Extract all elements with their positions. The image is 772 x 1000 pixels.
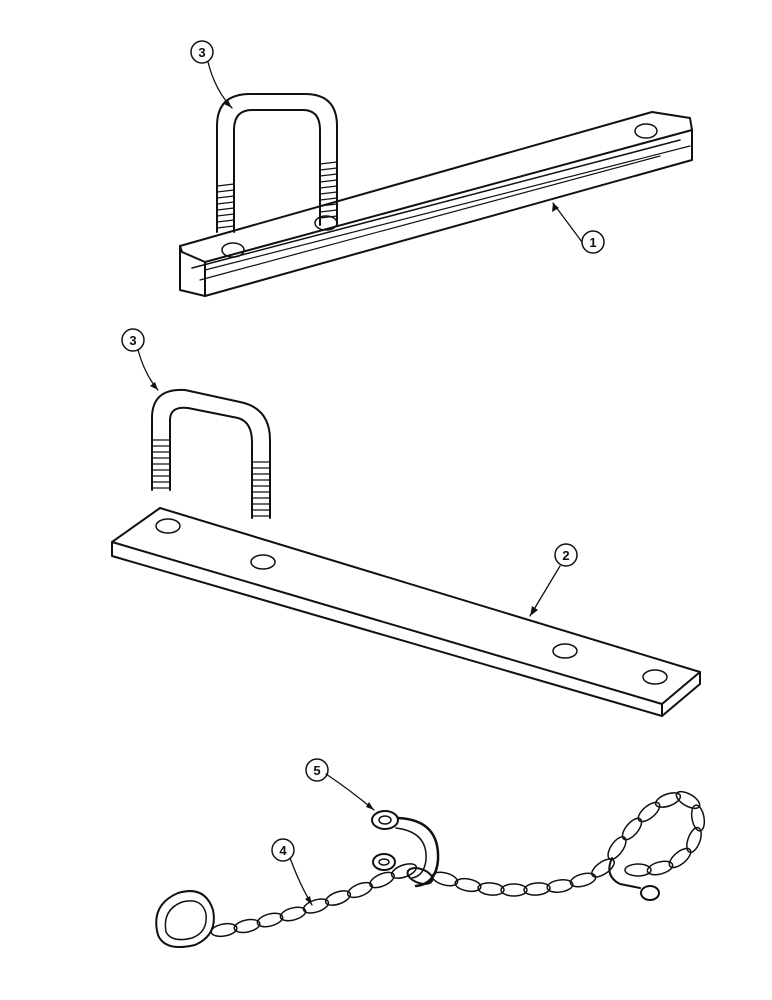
callout-4: 4 [271, 838, 313, 906]
angle-bar-part [179, 111, 693, 297]
callout-4-label: 4 [279, 843, 287, 858]
chain-links [210, 790, 706, 938]
callout-3-middle: 3 [121, 328, 159, 391]
u-bolt-upper [216, 93, 338, 233]
callout-5: 5 [305, 758, 375, 811]
callout-2: 2 [529, 543, 578, 617]
u-bolt-upper-threads [216, 161, 338, 229]
callout-1: 1 [552, 202, 605, 254]
chain-part [155, 790, 706, 948]
callout-1-label: 1 [589, 235, 596, 250]
u-bolt-middle-threads [151, 439, 271, 517]
callout-2-label: 2 [562, 548, 569, 563]
u-bolt-middle [151, 388, 271, 519]
callout-3-upper-label: 3 [198, 45, 205, 60]
callout-3-middle-label: 3 [129, 333, 136, 348]
callout-3-upper: 3 [190, 40, 233, 109]
callout-5-label: 5 [313, 763, 320, 778]
flat-bar-part [111, 507, 701, 717]
shackle-part [371, 810, 440, 888]
